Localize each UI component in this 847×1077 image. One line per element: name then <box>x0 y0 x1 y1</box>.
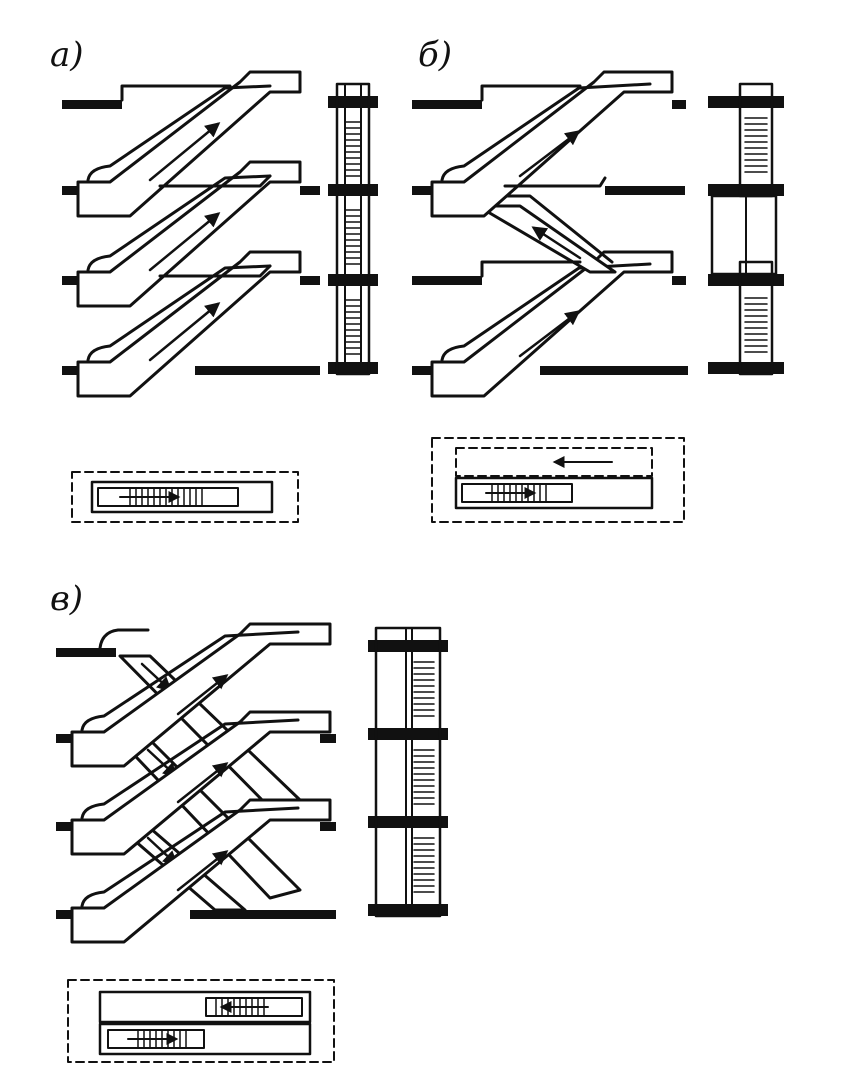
floor-slab <box>56 734 72 743</box>
plan-escalator-up <box>98 1022 312 1056</box>
panel-label-b: б) <box>418 35 453 75</box>
escalator-steps <box>744 117 768 173</box>
floor-slab <box>328 96 378 108</box>
floor-slab <box>190 910 336 919</box>
plan-escalator-inner <box>97 487 239 507</box>
floor-slab <box>708 362 784 374</box>
plan-escalator-down <box>98 990 312 1024</box>
floor-slab <box>412 276 482 285</box>
arrow-up-icon <box>176 762 229 804</box>
panel-b-plan <box>431 437 685 523</box>
panel-v-section <box>56 622 336 944</box>
floor-slab <box>672 276 686 285</box>
floor-slab <box>368 728 448 740</box>
floor-slab <box>412 100 482 109</box>
floor-slab <box>56 648 116 657</box>
plan-escalator-inner <box>461 483 573 503</box>
escalator-handrail <box>86 264 272 362</box>
plan-escalator-up <box>454 476 654 510</box>
plan-outline <box>431 437 685 523</box>
escalator-handrail <box>80 806 300 908</box>
plan-escalator-down <box>455 447 653 477</box>
floor-slab <box>56 822 72 831</box>
floor-slab <box>708 96 784 108</box>
floor-slab <box>368 640 448 652</box>
floor-slab <box>708 184 784 196</box>
floor-slab <box>62 186 82 195</box>
escalator-handrail <box>80 630 300 732</box>
floor-slab <box>300 276 320 285</box>
shaft-outline <box>374 626 442 918</box>
escalator-truss <box>430 250 674 398</box>
floor-slab <box>62 366 82 375</box>
panel-b-side-view <box>708 82 784 376</box>
escalator-handrail <box>86 174 272 272</box>
landing <box>480 84 582 102</box>
escalator-steps <box>345 121 361 355</box>
escalator-truss <box>76 70 302 218</box>
floor-slab <box>708 274 784 286</box>
landing <box>158 264 272 278</box>
floor-slab <box>320 734 336 743</box>
escalator-handrail <box>440 262 652 362</box>
shaft-outline <box>335 82 371 376</box>
escalator-truss <box>430 70 674 218</box>
escalator-steps <box>413 661 435 717</box>
panel-v-side-view <box>368 626 448 918</box>
escalator-steps <box>413 749 435 805</box>
floor-slab <box>368 816 448 828</box>
plan-outline <box>67 979 335 1063</box>
arrow-up-icon <box>518 310 581 358</box>
escalator-handrail <box>86 84 272 182</box>
plan-outline <box>71 471 299 523</box>
panel-label-a: а) <box>50 35 84 75</box>
panel-a-side-view <box>328 82 378 376</box>
floor-slab <box>412 186 432 195</box>
plan-escalator <box>90 480 274 514</box>
escalator-steps <box>744 297 768 353</box>
arrow-up-icon <box>176 850 229 892</box>
floor-slab <box>195 366 320 375</box>
floor-slab <box>62 100 122 109</box>
arrow-up-icon <box>148 302 221 362</box>
panel-label-v: в) <box>50 579 84 619</box>
floor-slab <box>328 274 378 286</box>
panel-v-plan <box>67 979 335 1063</box>
escalator-steps <box>413 837 435 893</box>
landing <box>480 260 582 278</box>
floor-slab <box>605 186 685 195</box>
arrow-up-icon <box>518 130 581 178</box>
floor-slab <box>368 904 448 916</box>
arrow-up-icon <box>176 674 229 716</box>
plan-escalator-inner <box>205 997 303 1017</box>
landing <box>98 628 150 650</box>
panel-a-section <box>62 70 320 398</box>
floor-slab <box>300 186 320 195</box>
panel-b-section <box>412 70 688 398</box>
shaft-outline <box>710 194 778 276</box>
escalator-handrail <box>80 718 300 820</box>
landing <box>120 84 232 102</box>
floor-slab <box>412 366 432 375</box>
escalator-truss <box>76 250 302 398</box>
arrow-up-icon <box>148 122 221 182</box>
panel-a-plan <box>71 471 299 523</box>
shaft-outline <box>738 260 774 376</box>
landing <box>158 174 272 188</box>
floor-slab <box>62 276 82 285</box>
floor-slab <box>540 366 688 375</box>
floor-slab <box>328 362 378 374</box>
floor-slab <box>320 822 336 831</box>
landing <box>503 176 607 188</box>
floor-slab <box>56 910 72 919</box>
arrow-up-icon <box>148 212 221 272</box>
floor-slab <box>672 100 686 109</box>
arrow-down-icon <box>140 662 173 693</box>
escalator-truss <box>76 160 302 308</box>
escalator-handrail <box>440 82 652 182</box>
floor-slab <box>328 184 378 196</box>
arrow-down-icon <box>531 226 582 260</box>
